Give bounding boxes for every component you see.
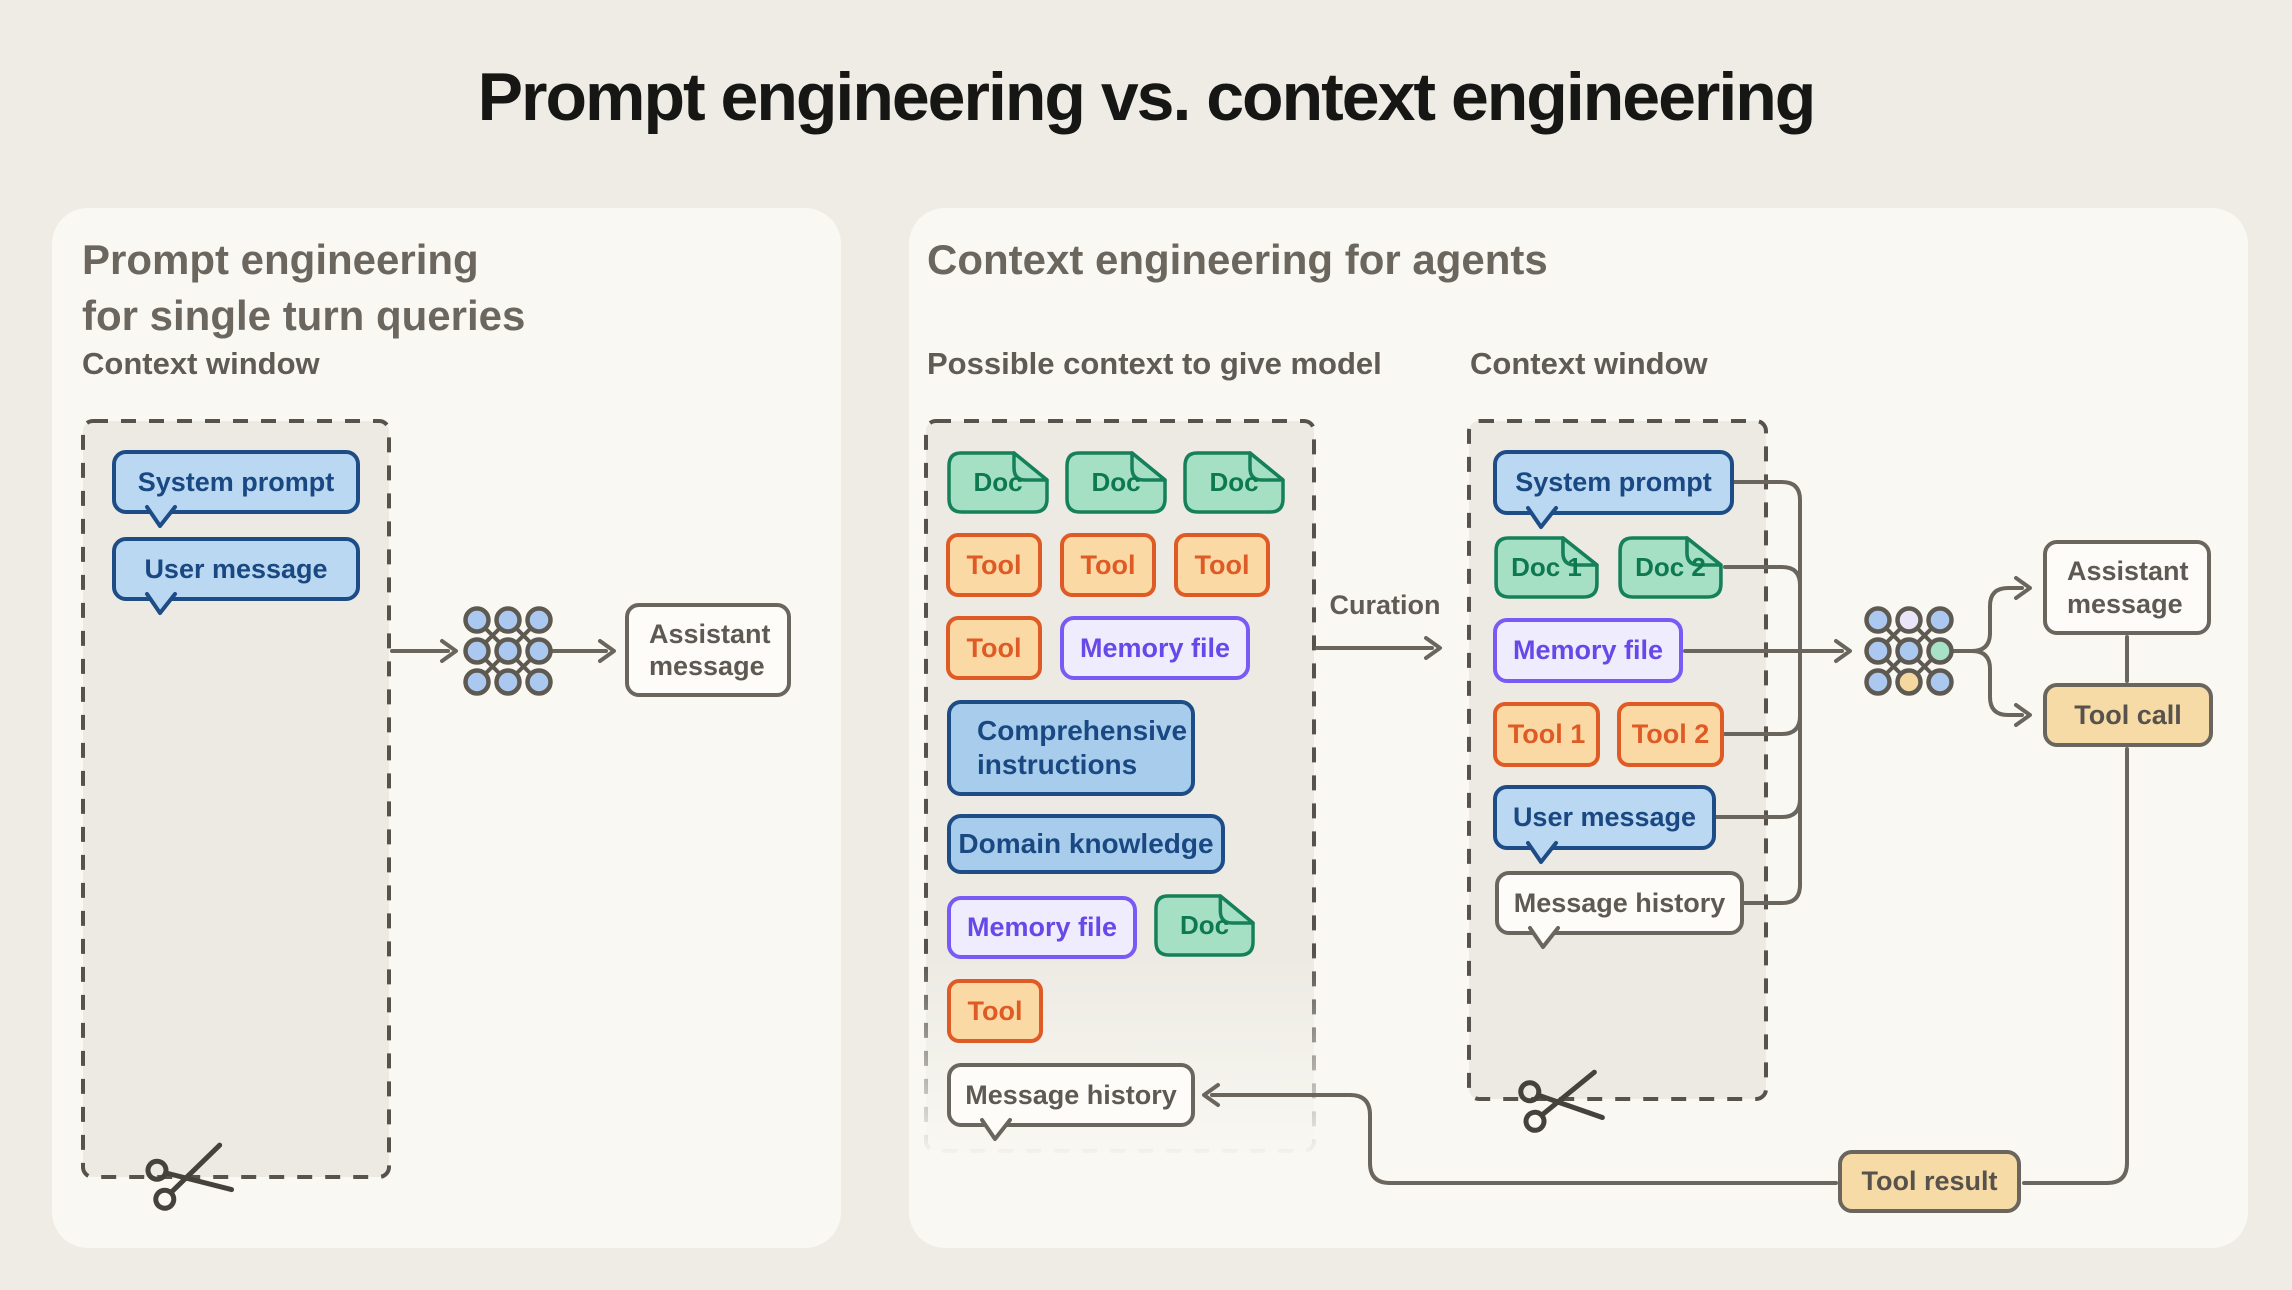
bubble-tail xyxy=(145,591,177,615)
message-history-bubble: Message history xyxy=(947,1063,1195,1141)
doc-card: Doc 1 xyxy=(1493,535,1600,600)
bubble-tail xyxy=(1526,505,1558,529)
heading-line: Prompt engineering xyxy=(82,236,479,283)
tool-chip: Tool 1 xyxy=(1493,702,1600,767)
bubble-tail xyxy=(1528,925,1560,949)
user-message-bubble: User message xyxy=(112,537,360,615)
bubble-tail xyxy=(145,504,177,528)
doc-card: Doc xyxy=(1064,450,1168,515)
left-context-window-label: Context window xyxy=(82,346,320,381)
domain-knowledge-chip: Domain knowledge xyxy=(947,814,1225,874)
comprehensive-instructions-chip: Comprehensive instructions xyxy=(947,700,1195,796)
right-context-window-label: Context window xyxy=(1470,346,1708,381)
system-prompt-bubble: System prompt xyxy=(112,450,360,528)
bubble-tail xyxy=(980,1117,1012,1141)
left-panel-heading: Prompt engineering for single turn queri… xyxy=(82,232,525,344)
memory-file-chip: Memory file xyxy=(947,896,1137,959)
possible-context-label: Possible context to give model xyxy=(927,346,1382,381)
doc-card: Doc xyxy=(946,450,1050,515)
tool-chip: Tool 2 xyxy=(1617,702,1724,767)
tool-chip: Tool xyxy=(947,979,1043,1043)
tool-call-box: Tool call xyxy=(2043,683,2213,747)
page-title: Prompt engineering vs. context engineeri… xyxy=(477,59,1817,135)
tool-result-box: Tool result xyxy=(1838,1150,2021,1213)
memory-file-chip: Memory file xyxy=(1060,616,1250,680)
bubble-tail xyxy=(1526,840,1558,864)
right-panel-heading: Context engineering for agents xyxy=(927,236,1548,283)
message-history-bubble: Message history xyxy=(1495,871,1744,949)
assistant-message-box: Assistant message xyxy=(625,603,791,697)
tool-chip: Tool xyxy=(946,533,1042,597)
tool-chip: Tool xyxy=(1060,533,1156,597)
curation-label: Curation xyxy=(1329,590,1441,620)
heading-line: for single turn queries xyxy=(82,292,526,339)
doc-card: Doc xyxy=(1182,450,1286,515)
doc-card: Doc 2 xyxy=(1617,535,1724,600)
user-message-bubble: User message xyxy=(1493,785,1716,864)
memory-file-chip: Memory file xyxy=(1493,618,1683,683)
tool-chip: Tool xyxy=(1174,533,1270,597)
doc-card: Doc xyxy=(1153,893,1256,958)
assistant-message-box: Assistant message xyxy=(2043,540,2211,635)
system-prompt-bubble: System prompt xyxy=(1493,450,1734,529)
tool-chip: Tool xyxy=(946,616,1042,680)
